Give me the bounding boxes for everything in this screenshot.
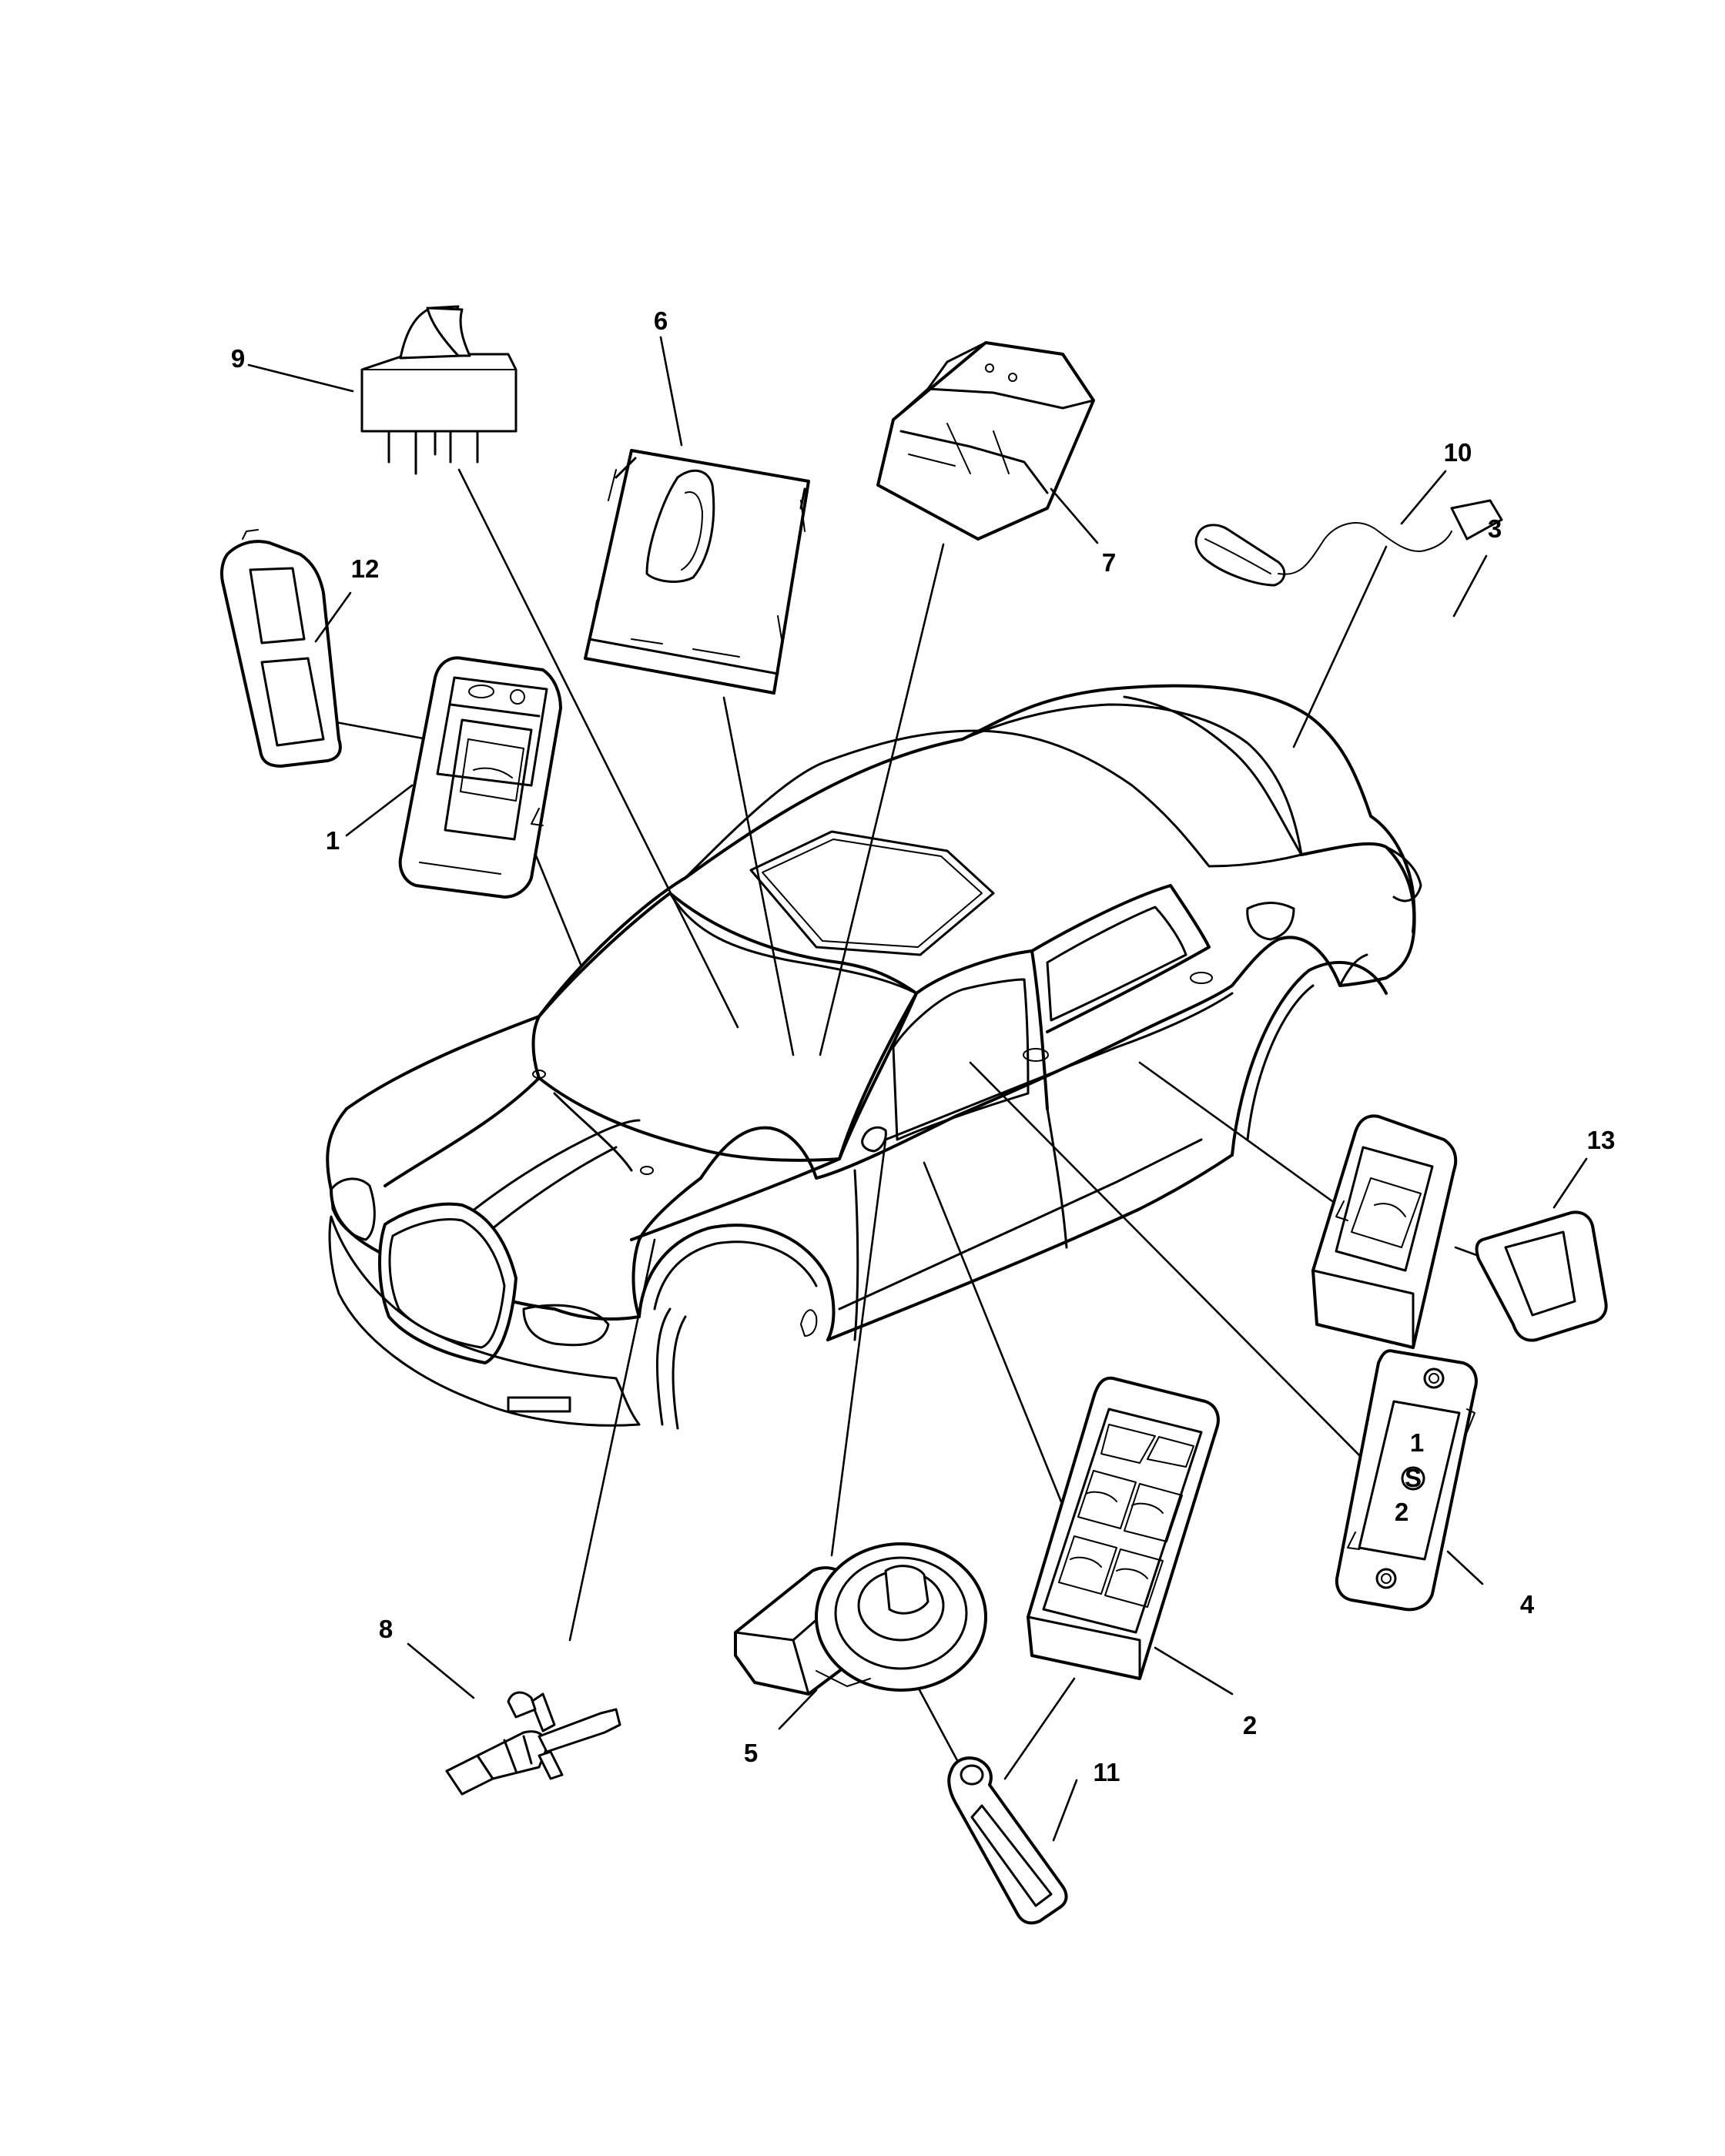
memory-button-2-label: 2 xyxy=(1395,1498,1408,1526)
part-1-switch xyxy=(398,656,562,899)
callout-leaders xyxy=(247,336,1588,1842)
part-9-relay xyxy=(360,305,518,475)
part-7-switch xyxy=(876,341,1095,541)
part-4-memory-switch: 1 S 2 xyxy=(1335,1349,1478,1612)
part-10-sensor xyxy=(1194,499,1503,587)
callout-7: 7 xyxy=(1102,548,1116,577)
callout-5: 5 xyxy=(744,1739,758,1767)
callout-3: 3 xyxy=(1488,514,1502,543)
callout-4: 4 xyxy=(1520,1590,1535,1619)
part-3-switch xyxy=(1311,1114,1458,1349)
part-12-bezel xyxy=(219,529,342,768)
callout-6: 6 xyxy=(654,306,668,335)
part-8-sensor xyxy=(445,1691,621,1796)
part-5-rotary-switch xyxy=(734,1542,987,1696)
part-6-module xyxy=(584,449,810,695)
memory-set-button-label: S xyxy=(1405,1464,1422,1492)
vehicle-body xyxy=(326,684,1422,1430)
callout-9: 9 xyxy=(231,344,245,373)
part-2-master-switch xyxy=(1027,1376,1220,1680)
callout-1: 1 xyxy=(326,826,340,855)
callout-12: 12 xyxy=(351,554,380,583)
callout-11: 11 xyxy=(1094,1758,1120,1786)
part-11-bezel xyxy=(947,1756,1068,1925)
callout-8: 8 xyxy=(379,1615,393,1643)
callout-numbers: 1 2 3 4 5 6 7 8 9 10 11 12 13 xyxy=(231,306,1616,1786)
callout-2: 2 xyxy=(1243,1711,1257,1739)
memory-button-1-label: 1 xyxy=(1410,1428,1424,1457)
part-13-bezel xyxy=(1475,1210,1608,1342)
callout-13: 13 xyxy=(1587,1126,1616,1154)
leader-lines xyxy=(322,468,1499,1780)
callout-10: 10 xyxy=(1444,438,1472,467)
